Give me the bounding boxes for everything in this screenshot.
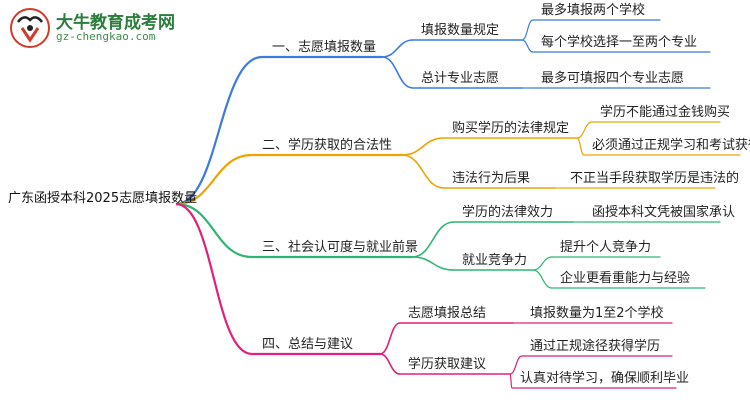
branch-topic: 二、学历获取的合法性 (262, 138, 393, 153)
connector-curve (521, 39, 534, 53)
logo-url: gz-chengkao.com (56, 30, 156, 43)
connector-curve (175, 202, 253, 356)
leaf-topic: 必须通过正规学习和考试获得 (592, 138, 750, 153)
subtopic: 学历获取建议 (408, 357, 487, 372)
branch-topic: 三、社会认可度与就业前景 (262, 240, 419, 255)
ox-logo-icon (10, 8, 50, 48)
leaf-topic: 每个学校选择一至两个专业 (541, 35, 698, 50)
connector-curve (411, 221, 455, 258)
leaf-topic: 通过正规途径获得学历 (530, 339, 661, 354)
connector-curve (175, 202, 253, 259)
subtopic: 填报数量规定 (421, 23, 500, 38)
subtopic: 学历的法律效力 (462, 205, 554, 220)
root-topic: 广东函授本科2025志愿填报数量 (8, 191, 198, 206)
leaf-topic: 最多填报两个学校 (541, 3, 646, 18)
branch-topic: 一、志愿填报数量 (272, 40, 377, 55)
connector-curve (379, 353, 401, 375)
connector-curve (576, 121, 593, 139)
subtopic: 总计专业志愿 (421, 71, 500, 86)
subtopic: 违法行为后果 (452, 171, 531, 186)
connector-curve (532, 256, 553, 271)
connector-curve (401, 154, 445, 189)
leaf-topic: 学历不能通过金钱购买 (600, 105, 731, 120)
leaf-topic: 函授本科文凭被国家承认 (592, 205, 736, 220)
leaf-topic: 不正当手段获取学历是违法的 (570, 171, 740, 186)
logo-title: 大牛教育成考网 (56, 13, 175, 33)
connector-curve (411, 256, 455, 271)
leaf-topic: 填报数量为1至2个学校 (530, 306, 664, 321)
connector-curve (509, 373, 513, 389)
leaf-topic: 提升个人竞争力 (560, 240, 652, 255)
connector-curve (401, 137, 445, 156)
subtopic: 志愿填报总结 (408, 306, 487, 321)
connector-curve (381, 39, 414, 58)
connector-curve (532, 269, 553, 289)
leaf-topic: 认真对待学习，确保顺利毕业 (520, 371, 690, 386)
connector-curve (381, 56, 414, 89)
branch-topic: 四、总结与建议 (262, 337, 354, 352)
leaf-topic: 最多可填报四个专业志愿 (541, 71, 685, 86)
subtopic: 购买学历的法律规定 (452, 121, 570, 136)
connector-curve (175, 55, 263, 206)
connector-curve (521, 19, 534, 41)
connector-curve (379, 322, 401, 355)
subtopic: 就业竞争力 (462, 253, 528, 268)
connector-curve (509, 355, 523, 375)
connector-curve (576, 137, 585, 156)
connector-curve (175, 153, 253, 206)
site-logo[interactable]: 大牛教育成考网 gz-chengkao.com (8, 6, 175, 52)
leaf-topic: 企业更看重能力与经验 (560, 271, 691, 286)
